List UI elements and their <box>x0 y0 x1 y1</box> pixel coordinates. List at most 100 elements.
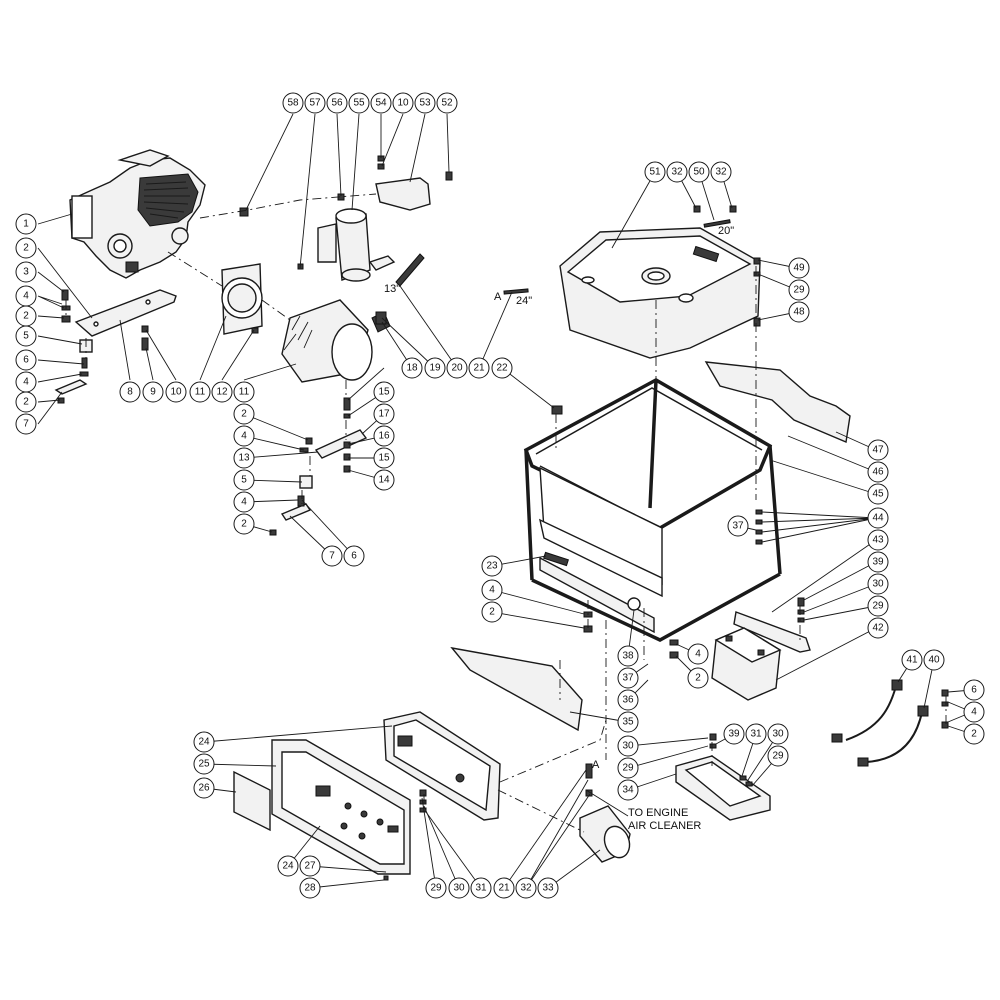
callout-circle <box>687 643 709 665</box>
callout-29c: 29 <box>425 877 447 899</box>
callout-circle <box>282 92 304 114</box>
callout-24b: 24 <box>277 855 299 877</box>
callout-9: 9 <box>142 381 164 403</box>
callout-29e: 29 <box>767 745 789 767</box>
callout-circle <box>373 447 395 469</box>
callout-27: 27 <box>299 855 321 877</box>
callout-number: 45 <box>872 489 884 500</box>
callout-number: 11 <box>195 387 206 398</box>
callout-number: 21 <box>473 363 485 374</box>
callout-circle <box>446 357 468 379</box>
callout-number: 29 <box>430 883 442 894</box>
callout-1: 1 <box>15 213 37 235</box>
callout-number: 44 <box>872 513 884 524</box>
callout-circle <box>373 425 395 447</box>
callout-number: 32 <box>671 167 683 178</box>
callout-circle <box>15 237 37 259</box>
callout-circle <box>468 357 490 379</box>
callout-circle <box>723 723 745 745</box>
callout-number: 4 <box>241 497 247 508</box>
callout-number: 29 <box>622 763 634 774</box>
callout-number: 1 <box>23 219 29 230</box>
callout-22: 22 <box>491 357 513 379</box>
callout-number: 7 <box>329 551 335 562</box>
callout-number: 30 <box>622 741 634 752</box>
callout-38: 38 <box>617 645 639 667</box>
callout-2d: 2 <box>233 403 255 425</box>
callout-circle <box>481 601 503 623</box>
callout-circle <box>119 381 141 403</box>
callout-number: 28 <box>304 883 316 894</box>
callout-circle <box>233 447 255 469</box>
callout-circle <box>515 877 537 899</box>
callout-32c: 32 <box>515 877 537 899</box>
callout-31b: 31 <box>745 723 767 745</box>
callout-circle <box>963 701 985 723</box>
callout-number: 46 <box>872 467 884 478</box>
callout-number: 11 <box>239 387 250 398</box>
callout-number: 35 <box>622 717 634 728</box>
callout-circle <box>277 855 299 877</box>
heat-shield-bracket <box>375 155 453 211</box>
callout-circle <box>687 667 709 689</box>
air-cleaner-note-line2: AIR CLEANER <box>628 820 701 832</box>
callout-circle <box>15 413 37 435</box>
callout-35: 35 <box>617 711 639 733</box>
callout-number: 4 <box>489 585 495 596</box>
callout-circle <box>193 731 215 753</box>
callout-17: 17 <box>373 403 395 425</box>
callout-number: 2 <box>23 311 29 322</box>
callout-number: 13 <box>238 453 250 464</box>
callout-number: 24 <box>282 861 294 872</box>
callout-6b: 6 <box>343 545 365 567</box>
callout-29b: 29 <box>867 595 889 617</box>
callout-number: 2 <box>489 607 495 618</box>
callout-39b: 39 <box>723 723 745 745</box>
callout-circle <box>867 439 889 461</box>
callout-number: 41 <box>906 655 918 666</box>
adapter-plate <box>221 263 263 335</box>
callout-number: 32 <box>715 167 727 178</box>
callout-number: 30 <box>453 883 465 894</box>
fuel-tank <box>503 205 761 359</box>
callout-13: 13 <box>233 447 255 469</box>
callout-24a: 24 <box>193 731 215 753</box>
callout-circle <box>424 357 446 379</box>
muffler <box>239 193 396 282</box>
callout-number: 29 <box>772 751 784 762</box>
callout-number: 4 <box>23 291 29 302</box>
callout-number: 9 <box>150 387 156 398</box>
callout-20: 20 <box>446 357 468 379</box>
callout-6a: 6 <box>15 349 37 371</box>
callout-circle <box>767 745 789 767</box>
callout-circle <box>392 92 414 114</box>
callout-circle <box>727 515 749 537</box>
callout-number: 23 <box>486 561 498 572</box>
callout-number: 18 <box>406 363 418 374</box>
air-cleaner-fitting <box>579 763 631 863</box>
callout-number: 16 <box>378 431 390 442</box>
callout-number: 56 <box>331 98 343 109</box>
battery-tray <box>675 733 771 821</box>
callout-4a: 4 <box>15 285 37 307</box>
callout-number: 39 <box>728 729 740 740</box>
callout-number: 2 <box>241 519 247 530</box>
callout-number: 52 <box>441 98 453 109</box>
callout-circle <box>901 649 923 671</box>
callout-45: 45 <box>867 483 889 505</box>
callout-number: 19 <box>429 363 441 374</box>
callout-number: 34 <box>622 785 634 796</box>
callout-11b: 11 <box>233 381 255 403</box>
callout-circle <box>867 573 889 595</box>
alternator-mount-bracket <box>269 397 368 536</box>
callout-number: 57 <box>309 98 321 109</box>
callout-12: 12 <box>211 381 233 403</box>
callout-number: 30 <box>872 579 884 590</box>
callout-circle <box>233 513 255 535</box>
callout-circle <box>348 92 370 114</box>
callout-52: 52 <box>436 92 458 114</box>
callout-circle <box>165 381 187 403</box>
callout-circle <box>343 545 365 567</box>
